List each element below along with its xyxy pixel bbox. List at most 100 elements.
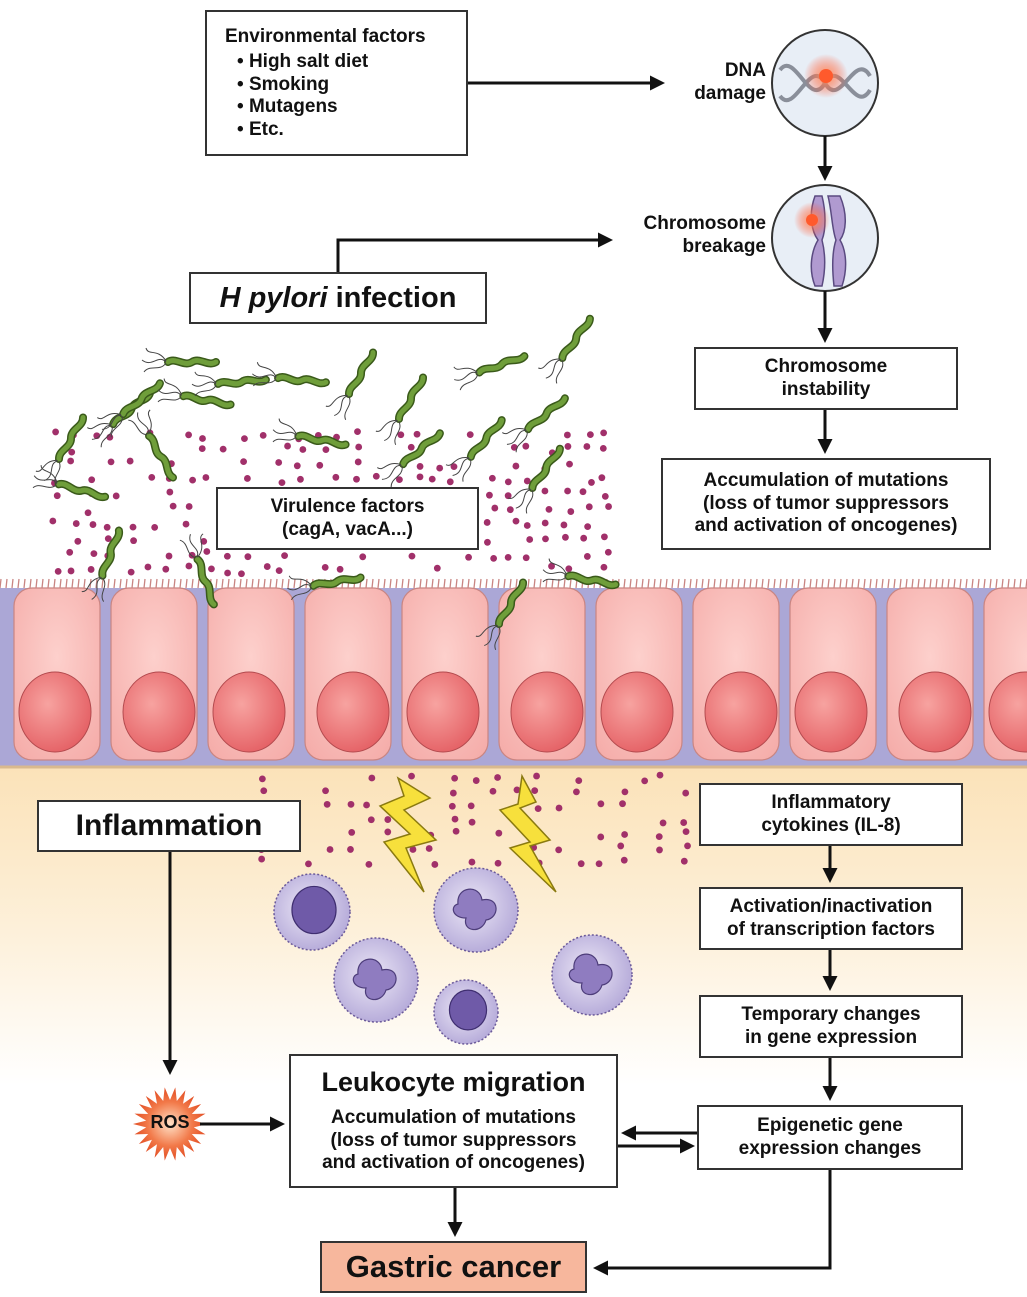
virulence-dot — [107, 458, 115, 466]
h-pylori-bacterium — [272, 418, 350, 450]
virulence-dot — [336, 565, 344, 573]
cytokine-dot — [494, 859, 502, 867]
leukocyte-cell — [551, 934, 633, 1016]
cytokine-dot — [494, 774, 501, 781]
virulence-dot — [88, 476, 96, 484]
transcription-line2: of transcription factors — [727, 918, 935, 940]
virulence-dot — [151, 523, 159, 531]
h-pylori-bacterium — [287, 573, 365, 601]
cytokines-line1: Inflammatory — [771, 792, 891, 814]
cytokine-dot — [513, 786, 521, 794]
gastric-cancer-label: Gastric cancer — [345, 1248, 562, 1284]
virulence-dot — [372, 472, 380, 480]
virulence-dot — [66, 548, 74, 556]
accumulation-line3: and activation of oncogenes) — [694, 515, 958, 537]
cytokine-dot — [684, 842, 691, 850]
cytokine-dot — [305, 860, 312, 868]
virulence-dot — [504, 492, 512, 500]
h-pylori-bacterium — [81, 526, 124, 602]
h-pylori-bacterium — [191, 371, 270, 397]
virulence-dot — [129, 523, 137, 531]
virulence-dot — [598, 474, 606, 482]
virulence-dot — [504, 553, 512, 561]
virulence-dot — [545, 505, 553, 513]
cytokine-dot — [326, 846, 334, 853]
virulence-dot — [200, 537, 208, 545]
virulence-dot — [564, 487, 571, 495]
virulence-dot — [241, 435, 248, 443]
chromosome-breakage-line2: breakage — [682, 235, 766, 257]
virulence-dot — [566, 460, 573, 468]
virulence-dot — [465, 553, 472, 561]
virulence-dot — [278, 479, 286, 487]
cytokine-dot — [258, 855, 266, 863]
cytokine-dot — [448, 802, 456, 810]
leukocyte-accumulation-line2: (loss of tumor suppressors — [330, 1129, 577, 1151]
cytokine-dot — [348, 829, 356, 836]
h-pylori-bacterium — [502, 394, 569, 453]
virulence-dot — [202, 474, 210, 481]
cytokine-dot — [575, 777, 583, 785]
cytokine-dot — [534, 805, 542, 813]
cytokine-dot — [656, 771, 664, 779]
virulence-dot — [407, 443, 415, 451]
accumulation-line1: Accumulation of mutations — [703, 470, 949, 492]
virulence-dot — [585, 503, 593, 511]
virulence-dot — [604, 548, 612, 556]
cytokine-dot — [641, 777, 649, 785]
cytokine-dot — [409, 846, 417, 853]
virulence-dot — [284, 442, 291, 450]
virulence-dot — [601, 492, 609, 500]
virulence-dot — [486, 491, 493, 499]
virulence-dot — [397, 431, 405, 439]
virulence-dot — [240, 458, 247, 466]
environmental-factors-box: Environmental factors High salt diet Smo… — [205, 10, 468, 156]
h-pylori-bacterium — [32, 465, 110, 502]
cytokine-dot — [367, 816, 375, 824]
cytokine-dot — [365, 860, 373, 868]
virulence-dot — [238, 570, 245, 578]
virulence-dot — [504, 478, 512, 486]
cell-nucleus — [18, 671, 92, 753]
virulence-dot — [275, 567, 283, 575]
virulence-factors-box: Virulence factors (cagA, vacA...) — [216, 487, 479, 550]
virulence-dot — [600, 533, 608, 541]
cell-nucleus — [212, 671, 286, 753]
hpylori-infection-box: H pylori infection — [189, 272, 487, 324]
cytokine-dot — [472, 777, 480, 784]
leukocyte-cell — [273, 873, 351, 951]
cytokine-dot — [680, 819, 688, 826]
virulence-dot — [483, 519, 491, 526]
cytokine-dot — [597, 833, 605, 841]
cell-nucleus — [600, 671, 674, 753]
transcription-factors-box: Activation/inactivation of transcription… — [699, 887, 963, 950]
dna-damage-line1: DNA — [724, 60, 766, 81]
hpylori-infection-word: infection — [327, 281, 457, 314]
virulence-dot — [428, 475, 436, 483]
h-pylori-bacterium — [325, 348, 377, 421]
cell-nucleus — [122, 671, 196, 753]
virulence-dot — [583, 443, 591, 450]
virulence-dot — [90, 550, 98, 558]
virulence-dot — [599, 444, 607, 452]
cytokine-dot — [363, 801, 370, 809]
h-pylori-bacteria — [32, 314, 620, 651]
virulence-dot — [548, 562, 555, 570]
virulence-dot — [526, 536, 534, 543]
virulence-dot — [512, 517, 520, 525]
chromosome-breakage-line1: Chromosome — [643, 213, 766, 234]
cytokine-dot — [680, 857, 688, 865]
virulence-dot — [54, 567, 62, 575]
cytokine-dot — [323, 800, 331, 808]
virulence-dot — [165, 552, 173, 560]
virulence-dot — [436, 464, 444, 472]
virulence-dot — [416, 463, 424, 470]
virulence-dot — [275, 459, 283, 466]
cytokine-dot — [384, 828, 392, 836]
virulence-dot — [185, 503, 193, 510]
virulence-dot — [244, 553, 252, 561]
accumulation-mutations-box: Accumulation of mutations (loss of tumor… — [661, 458, 991, 550]
virulence-factor-particles — [49, 428, 691, 868]
cell-nucleus — [898, 671, 972, 753]
cytokine-dot — [595, 860, 603, 868]
